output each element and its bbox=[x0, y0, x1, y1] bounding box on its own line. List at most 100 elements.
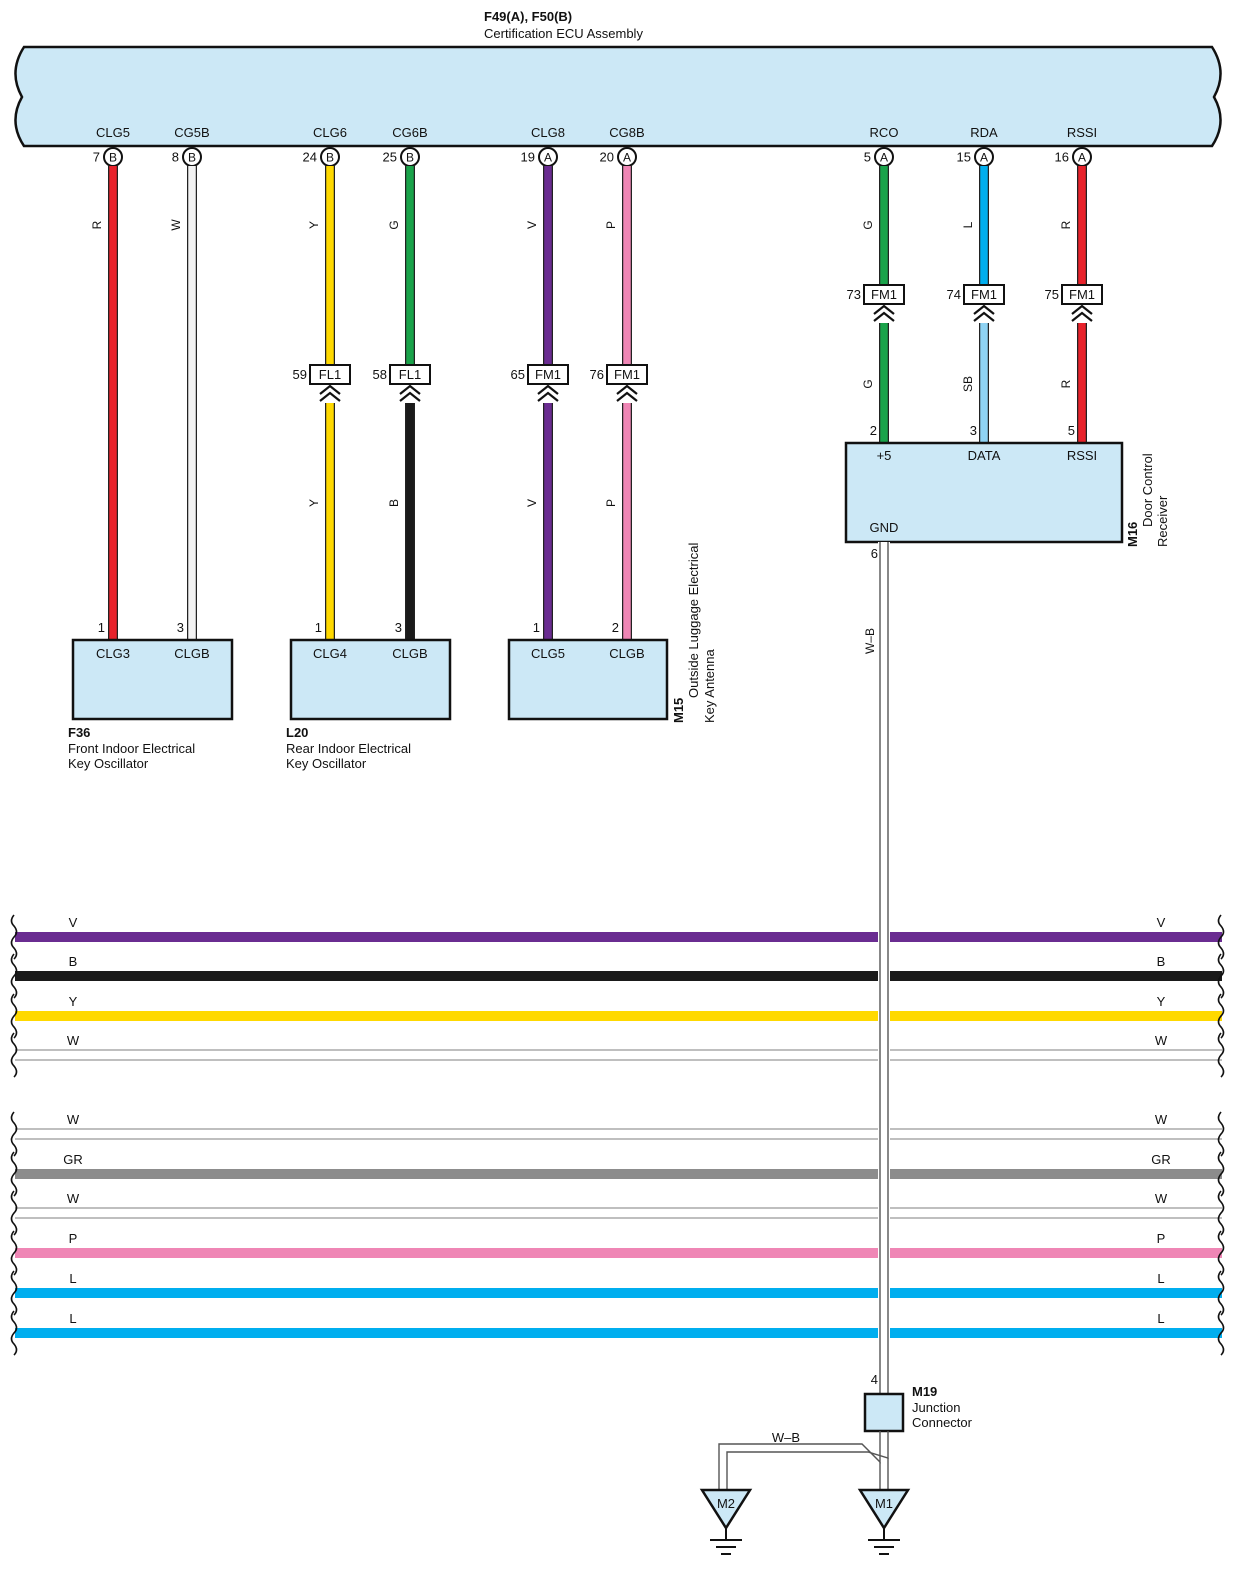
device-name: Front Indoor Electrical bbox=[68, 741, 195, 756]
ecu-connector-letter: B bbox=[406, 151, 414, 165]
ground-label: M1 bbox=[875, 1496, 893, 1511]
junction-name: Connector bbox=[912, 1415, 973, 1430]
ecu-pin-label: CG5B bbox=[174, 125, 209, 140]
wire-color-code: SB bbox=[961, 376, 975, 392]
inline-connector-label: FM1 bbox=[971, 287, 997, 302]
device-pin-label: CLGB bbox=[174, 646, 209, 661]
device-pin-label: CLGB bbox=[392, 646, 427, 661]
inline-connector-pin: 59 bbox=[293, 367, 307, 382]
junction-code: M19 bbox=[912, 1384, 937, 1399]
wire-color-code: R bbox=[1059, 379, 1073, 388]
device-pin-number: 1 bbox=[533, 620, 540, 635]
bus-wire-code: L bbox=[69, 1271, 76, 1286]
inline-connector-label: FM1 bbox=[614, 367, 640, 382]
device-name: Rear Indoor Electrical bbox=[286, 741, 411, 756]
ecu-name: Certification ECU Assembly bbox=[484, 26, 643, 41]
receiver-name: Receiver bbox=[1155, 495, 1170, 547]
ground-icon bbox=[868, 1528, 900, 1555]
device-pin-number: 3 bbox=[177, 620, 184, 635]
bus-wire-code: GR bbox=[63, 1152, 83, 1167]
ecu-pin-number: 15 bbox=[957, 150, 971, 165]
device-pin-label: CLG5 bbox=[531, 646, 565, 661]
wire-color-code: G bbox=[861, 220, 875, 229]
bus-wire-code: P bbox=[69, 1231, 78, 1246]
device-pin-number: 1 bbox=[98, 620, 105, 635]
device-pin-label: CLG4 bbox=[313, 646, 347, 661]
wire-color-code: R bbox=[1059, 220, 1073, 229]
bus-wire-code: L bbox=[69, 1311, 76, 1326]
inline-connector-label: FM1 bbox=[871, 287, 897, 302]
wire-color-code: B bbox=[387, 499, 401, 507]
ground-icon bbox=[710, 1528, 742, 1555]
bus-wire-code: B bbox=[1157, 954, 1166, 969]
receiver-pin-number: 2 bbox=[870, 423, 877, 438]
ecu-pin-label: RSSI bbox=[1067, 125, 1097, 140]
inline-connector-label: FM1 bbox=[1069, 287, 1095, 302]
gnd-wire bbox=[878, 542, 890, 1394]
bus-wire-code: B bbox=[69, 954, 78, 969]
bus-wire-code: W bbox=[67, 1033, 80, 1048]
inline-connector-pin: 65 bbox=[511, 367, 525, 382]
receiver-name: Door Control bbox=[1140, 453, 1155, 527]
ground-m1: M1 bbox=[857, 1488, 911, 1555]
junction-name: Junction bbox=[912, 1400, 960, 1415]
connector-chevron-icon bbox=[973, 304, 995, 323]
device-pin-number: 2 bbox=[612, 620, 619, 635]
ecu-connector-letter: B bbox=[109, 151, 117, 165]
inline-connector: FM1 75 bbox=[1045, 284, 1103, 305]
inline-connector: FM1 76 bbox=[590, 364, 648, 385]
connector-chevron-icon bbox=[399, 384, 421, 403]
wire-color-code: P bbox=[604, 499, 618, 507]
connector-chevron-icon bbox=[873, 304, 895, 323]
device-pin-number: 1 bbox=[315, 620, 322, 635]
ecu-pin-number: 25 bbox=[383, 150, 397, 165]
bus-wire-code: L bbox=[1157, 1311, 1164, 1326]
inline-connector-label: FL1 bbox=[399, 367, 421, 382]
device-name: Key Antenna bbox=[702, 649, 717, 723]
inline-connector-label: FM1 bbox=[535, 367, 561, 382]
inline-connector-pin: 73 bbox=[847, 287, 861, 302]
receiver-body bbox=[844, 441, 1124, 544]
ecu-pin-number: 16 bbox=[1055, 150, 1069, 165]
wire-color-code: P bbox=[604, 221, 618, 229]
ground-label: M2 bbox=[717, 1496, 735, 1511]
gnd-wire-color-code: W–B bbox=[863, 628, 877, 654]
bus-wire-code: P bbox=[1157, 1231, 1166, 1246]
wire-color-code: W bbox=[169, 219, 183, 231]
bus-wire-code: V bbox=[1157, 915, 1166, 930]
bus-wire-code: L bbox=[1157, 1271, 1164, 1286]
ecu-connector-letter: B bbox=[188, 151, 196, 165]
connector-chevron-icon bbox=[537, 384, 559, 403]
ecu-pin-label: CG8B bbox=[609, 125, 644, 140]
inline-connector-pin: 76 bbox=[590, 367, 604, 382]
bus-wire-code: W bbox=[1155, 1191, 1168, 1206]
device-pin-number: 3 bbox=[395, 620, 402, 635]
inline-connector-pin: 75 bbox=[1045, 287, 1059, 302]
inline-connector-label: FL1 bbox=[319, 367, 341, 382]
connector-chevron-icon bbox=[319, 384, 341, 403]
ecu-body bbox=[14, 45, 1222, 148]
connector-chevron-icon bbox=[616, 384, 638, 403]
device-code: L20 bbox=[286, 725, 308, 740]
wire-color-code: R bbox=[90, 220, 104, 229]
device-pin-label: CLGB bbox=[609, 646, 644, 661]
